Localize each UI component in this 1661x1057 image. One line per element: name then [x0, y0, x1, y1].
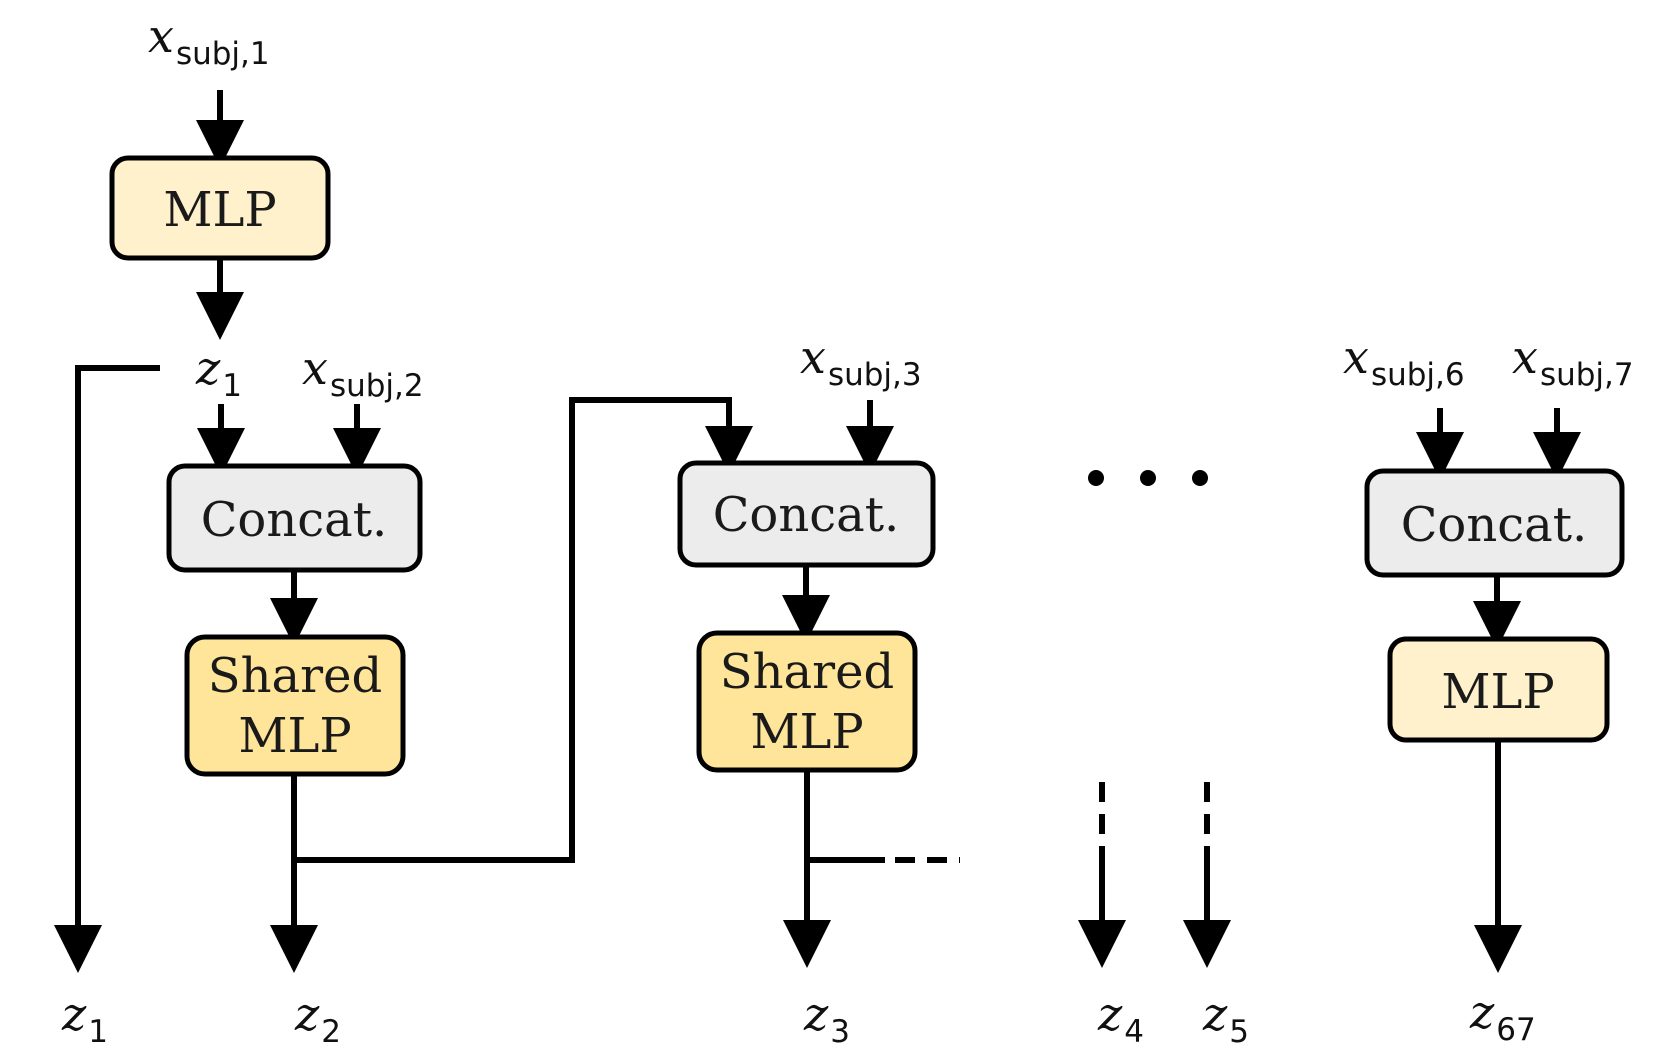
- input-label-subj-3: xsubj,3: [800, 330, 922, 393]
- output-z1: z1: [61, 987, 108, 1050]
- concat-box-2: Concat.: [677, 460, 936, 568]
- svg-text:MLP: MLP: [238, 708, 351, 764]
- svg-text:MLP: MLP: [750, 704, 863, 760]
- concat-box-1: Concat.: [166, 463, 423, 573]
- z1-intermediate-label: z1: [195, 341, 242, 404]
- mlp-top-box: MLP: [109, 155, 331, 261]
- shared-mlp-box-1: Shared MLP: [184, 634, 406, 777]
- output-z2: z2: [294, 987, 341, 1050]
- svg-text:Shared: Shared: [208, 648, 383, 704]
- output-z4: z4: [1097, 987, 1144, 1050]
- svg-text:MLP: MLP: [163, 182, 276, 238]
- input-label-subj-6: xsubj,6: [1343, 330, 1465, 393]
- z1-bypass-line: [54, 365, 160, 973]
- svg-text:Concat.: Concat.: [713, 487, 900, 543]
- z2-branch-to-concat-2: [294, 397, 753, 863]
- svg-text:Concat.: Concat.: [201, 492, 388, 548]
- input-label-subj-1: xsubj,1: [148, 9, 270, 72]
- svg-text:MLP: MLP: [1441, 664, 1554, 720]
- svg-text:Concat.: Concat.: [1401, 497, 1588, 553]
- shared-mlp-box-2: Shared MLP: [696, 630, 918, 773]
- output-z67: z67: [1469, 985, 1536, 1048]
- ellipsis-dots: [1088, 470, 1208, 486]
- output-z3: z3: [803, 987, 850, 1050]
- input-label-subj-7: xsubj,7: [1512, 330, 1634, 393]
- concat-box-3: Concat.: [1364, 468, 1625, 578]
- svg-text:Shared: Shared: [720, 644, 895, 700]
- mlp-last-box: MLP: [1387, 636, 1610, 743]
- output-z5: z5: [1202, 987, 1249, 1050]
- input-label-subj-2: xsubj,2: [302, 341, 424, 404]
